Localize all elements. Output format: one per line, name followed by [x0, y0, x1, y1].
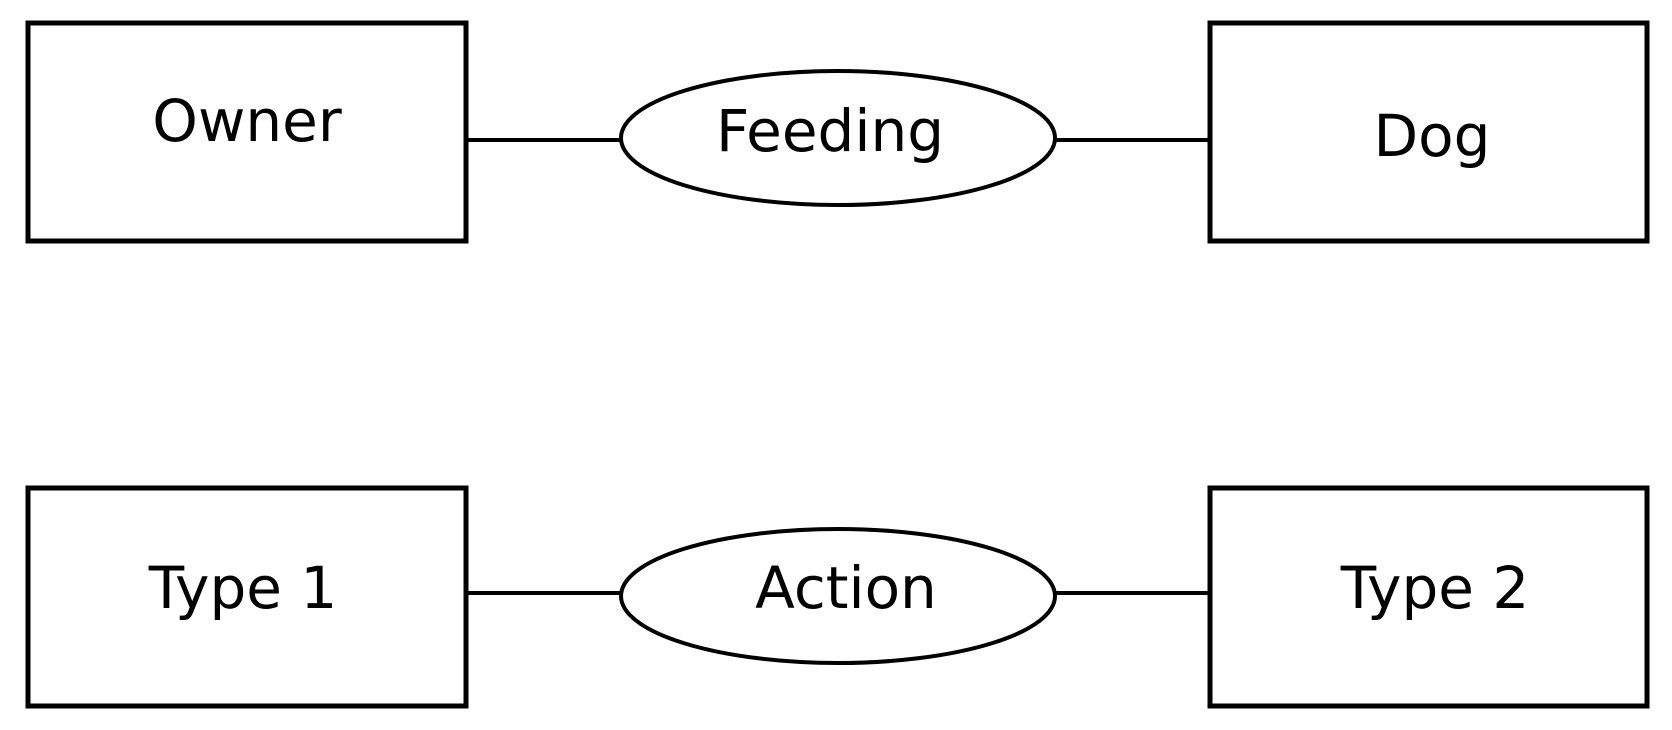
- relationship-label-action: Action: [755, 554, 937, 622]
- er-row-type1-type2: Type 1 Action Type 2: [25, 485, 1650, 709]
- entity-label-type-2: Type 2: [1340, 554, 1530, 622]
- entity-box-type-1: [25, 485, 469, 709]
- er-row-owner-dog: Owner Feeding Dog: [25, 20, 1650, 244]
- entity-box-dog: [1207, 20, 1650, 244]
- entity-label-dog: Dog: [1374, 102, 1491, 170]
- relationship-ellipse-feeding: [619, 69, 1057, 207]
- relationship-ellipse-action: [619, 527, 1057, 665]
- entity-box-type-2: [1207, 485, 1650, 709]
- relationship-label-feeding: Feeding: [716, 97, 944, 165]
- entity-label-type-1: Type 1: [148, 554, 338, 622]
- entity-box-owner: [25, 20, 469, 244]
- entity-label-owner: Owner: [152, 87, 342, 155]
